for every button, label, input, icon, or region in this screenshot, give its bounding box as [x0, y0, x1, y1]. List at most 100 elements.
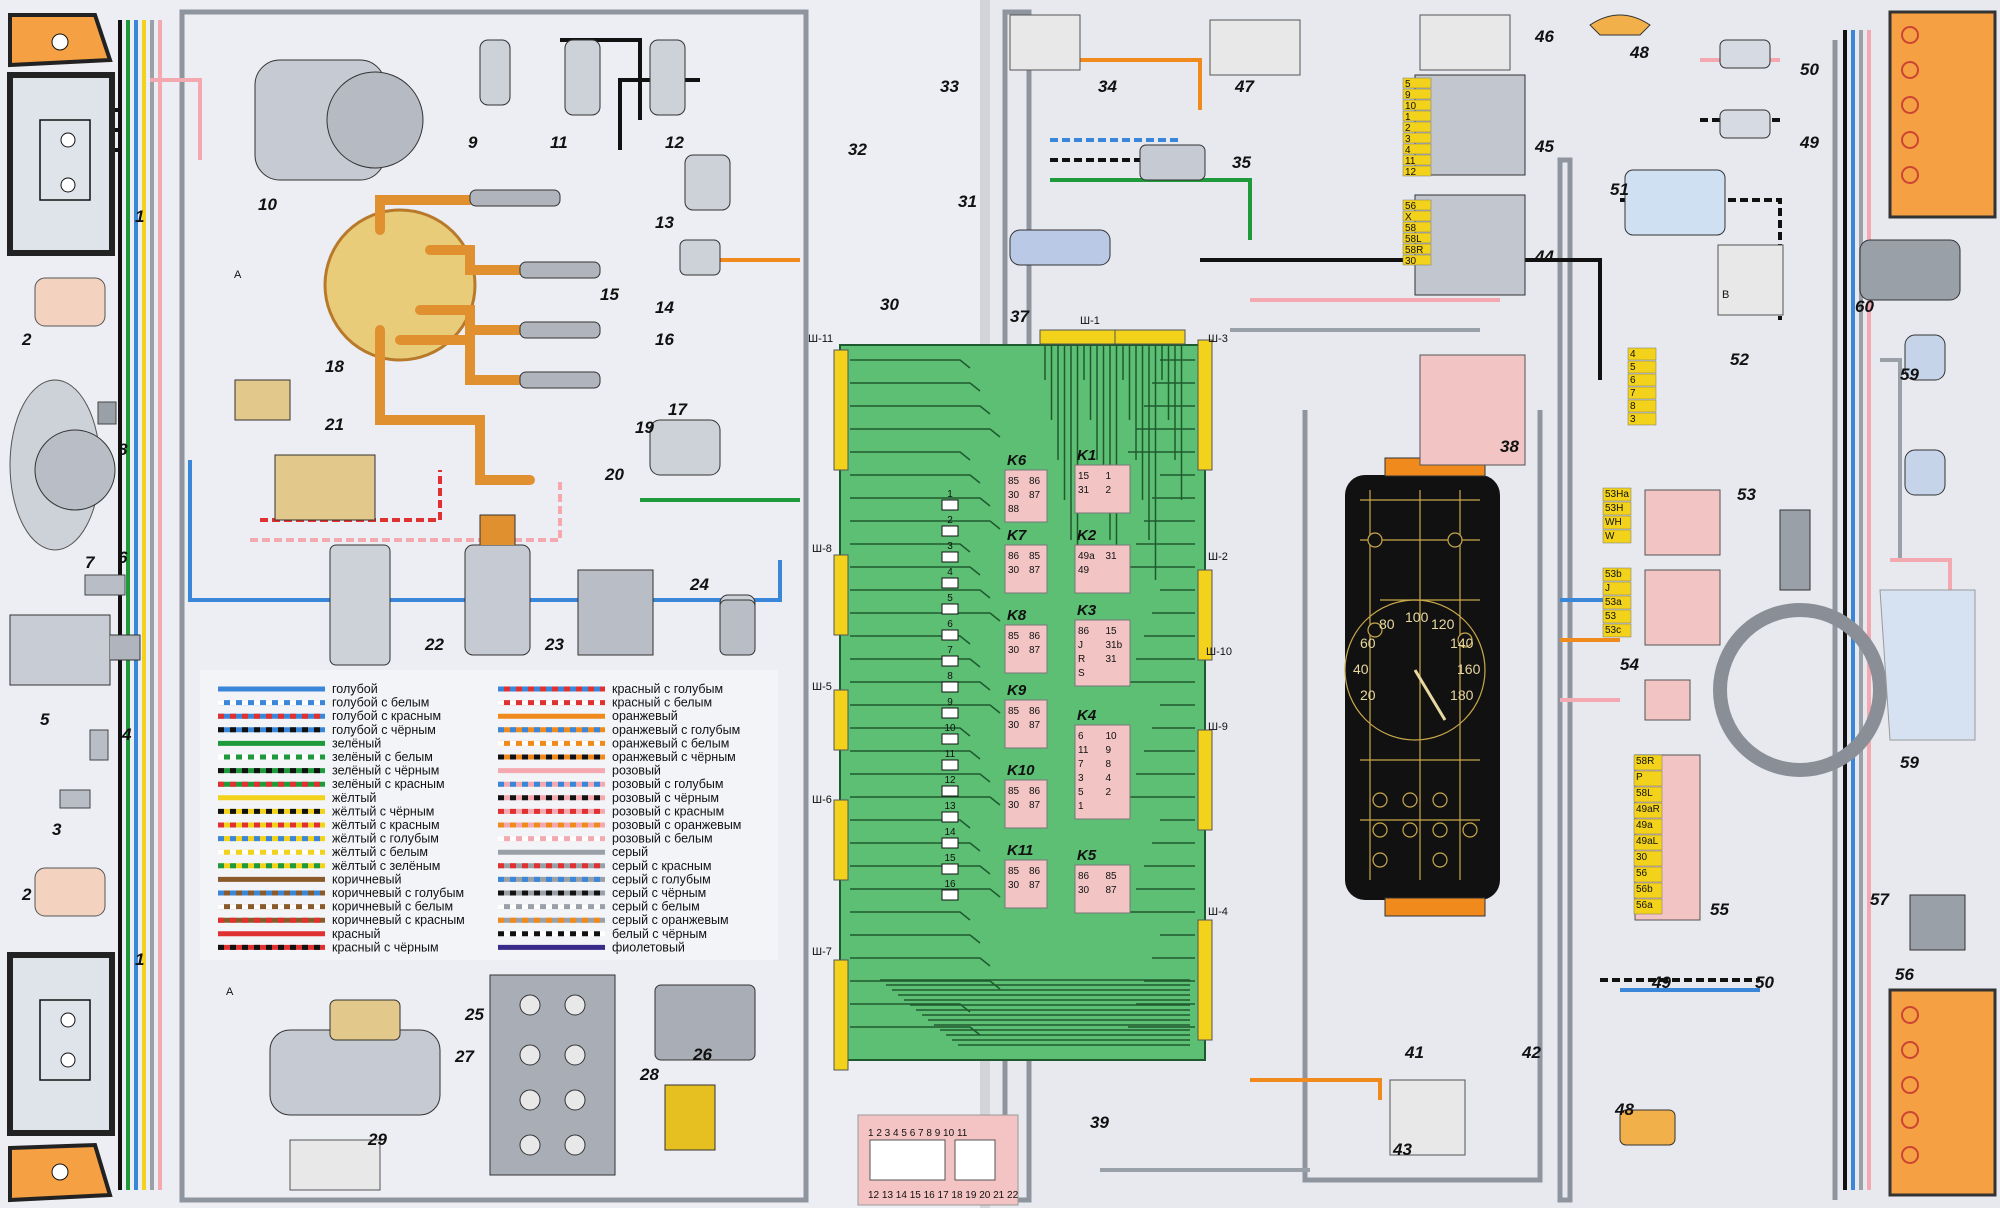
relay-pin: 86 — [1029, 866, 1041, 877]
legend-entry: розовый с белым — [498, 832, 713, 846]
upper-right-components — [1009, 10, 1997, 316]
relay-pin: 31b — [1106, 640, 1123, 651]
legend-entry: зелёный — [218, 736, 381, 750]
component-label: 37 — [1010, 307, 1030, 326]
switch-pin: 12 — [1405, 167, 1417, 178]
gauge-scale-label: 160 — [1457, 661, 1481, 677]
right-bundle — [1843, 30, 1871, 1190]
fuse-number: 15 — [944, 853, 956, 864]
relay-name: K2 — [1077, 527, 1097, 544]
legend-label: серый — [612, 845, 648, 859]
relay-pin: 87 — [1106, 885, 1118, 896]
legend-label: оранжевый с белым — [612, 736, 729, 750]
relay-pin: 30 — [1078, 885, 1090, 896]
fuse-number: 4 — [947, 567, 953, 578]
component-label: 15 — [600, 285, 619, 304]
switch-pin: 53H — [1605, 503, 1623, 514]
legend-label: розовый — [612, 764, 661, 778]
fuse-number: 12 — [944, 775, 956, 786]
connector-label: Ш-5 — [812, 681, 832, 693]
legend-entry: серый с чёрным — [498, 886, 706, 900]
legend-label: розовый с чёрным — [612, 791, 719, 805]
component-label: 49 — [1799, 133, 1819, 152]
relay-name: K7 — [1007, 527, 1027, 544]
relay-pin: 85 — [1106, 871, 1118, 882]
fuse: 10 — [941, 723, 959, 745]
legend-label: оранжевый с голубым — [612, 723, 740, 737]
gauge-scale-label: 80 — [1379, 616, 1395, 632]
relay-pin: 1 — [1106, 471, 1112, 482]
relay-pin: J — [1078, 640, 1083, 651]
legend-entry: жёлтый с чёрным — [218, 804, 434, 818]
legend-entry: зелёный с белым — [218, 750, 433, 764]
fuse-number: 8 — [947, 671, 953, 682]
relay-pin: 85 — [1008, 706, 1020, 717]
headlamp-top — [7, 13, 115, 256]
connector-label: Ш-10 — [1206, 646, 1232, 658]
relay-pin: 15 — [1078, 471, 1090, 482]
legend-label: белый с чёрным — [612, 927, 707, 941]
relay-name: K6 — [1007, 452, 1027, 469]
component-label: 13 — [655, 213, 674, 232]
component-label: 24 — [689, 575, 709, 594]
legend-entry: красный с голубым — [498, 682, 723, 696]
switch-pin: 11 — [1405, 156, 1416, 167]
legend-entry: красный с белым — [498, 696, 712, 710]
legend-label: красный с голубым — [612, 682, 723, 696]
component-label: 38 — [1500, 437, 1519, 456]
component-label: 50 — [1800, 60, 1819, 79]
relay-pin: 3 — [1078, 773, 1084, 784]
legend-label: коричневый с белым — [332, 900, 453, 914]
switch-pin: 2 — [1405, 123, 1411, 134]
relay-pin: 86 — [1008, 551, 1020, 562]
relay-pin: 88 — [1008, 504, 1020, 515]
switch-pin: 30 — [1405, 256, 1417, 267]
component-label: 1 — [135, 207, 144, 226]
switch-pin-labels: 59101234111256X5858L58R3045678353Ha53HWH… — [1402, 77, 1663, 915]
component-label: 31 — [958, 192, 977, 211]
gauge-scale-label: 20 — [1360, 687, 1376, 703]
legend-entry: фиолетовый — [498, 940, 685, 954]
switch-pin: 53a — [1605, 597, 1622, 608]
legend-entry: розовый с оранжевым — [498, 818, 741, 832]
relay-pin: 85 — [1008, 476, 1020, 487]
legend-entry: голубой с белым — [218, 696, 429, 710]
legend-entry: жёлтый — [218, 791, 376, 805]
legend-label: розовый с оранжевым — [612, 818, 741, 832]
legend-label: розовый с красным — [612, 804, 724, 818]
legend-entry: серый с голубым — [498, 872, 711, 886]
ground-mark: A — [234, 269, 242, 281]
legend-label: розовый с голубым — [612, 777, 724, 791]
relay-pin: 30 — [1008, 880, 1020, 891]
component-label: 16 — [655, 330, 674, 349]
relay-name: K5 — [1077, 847, 1097, 864]
legend-label: зелёный с белым — [332, 750, 433, 764]
relay-pin: 7 — [1078, 759, 1084, 770]
legend-entry: зелёный с чёрным — [218, 764, 439, 778]
connector-label: Ш-4 — [1208, 906, 1228, 918]
pinout-connector-a — [869, 1139, 946, 1181]
switch-pin: 53Ha — [1605, 489, 1629, 500]
switch-pin: X — [1405, 212, 1412, 223]
fuse-number: 14 — [944, 827, 956, 838]
gauge-scale-label: 100 — [1405, 609, 1429, 625]
switch-pin: 5 — [1405, 79, 1411, 90]
switch-pin: 9 — [1405, 90, 1411, 101]
relay-pin: 87 — [1029, 880, 1041, 891]
connector-blocks — [833, 329, 1213, 1071]
legend-label: жёлтый — [332, 791, 376, 805]
component-label: 2 — [21, 330, 32, 349]
switch-pin: 49aR — [1636, 804, 1660, 815]
fuse-number: 11 — [945, 749, 956, 760]
relay-name: K10 — [1007, 762, 1035, 779]
relay-pin: 30 — [1008, 720, 1020, 731]
legend-label: голубой с белым — [332, 696, 429, 710]
